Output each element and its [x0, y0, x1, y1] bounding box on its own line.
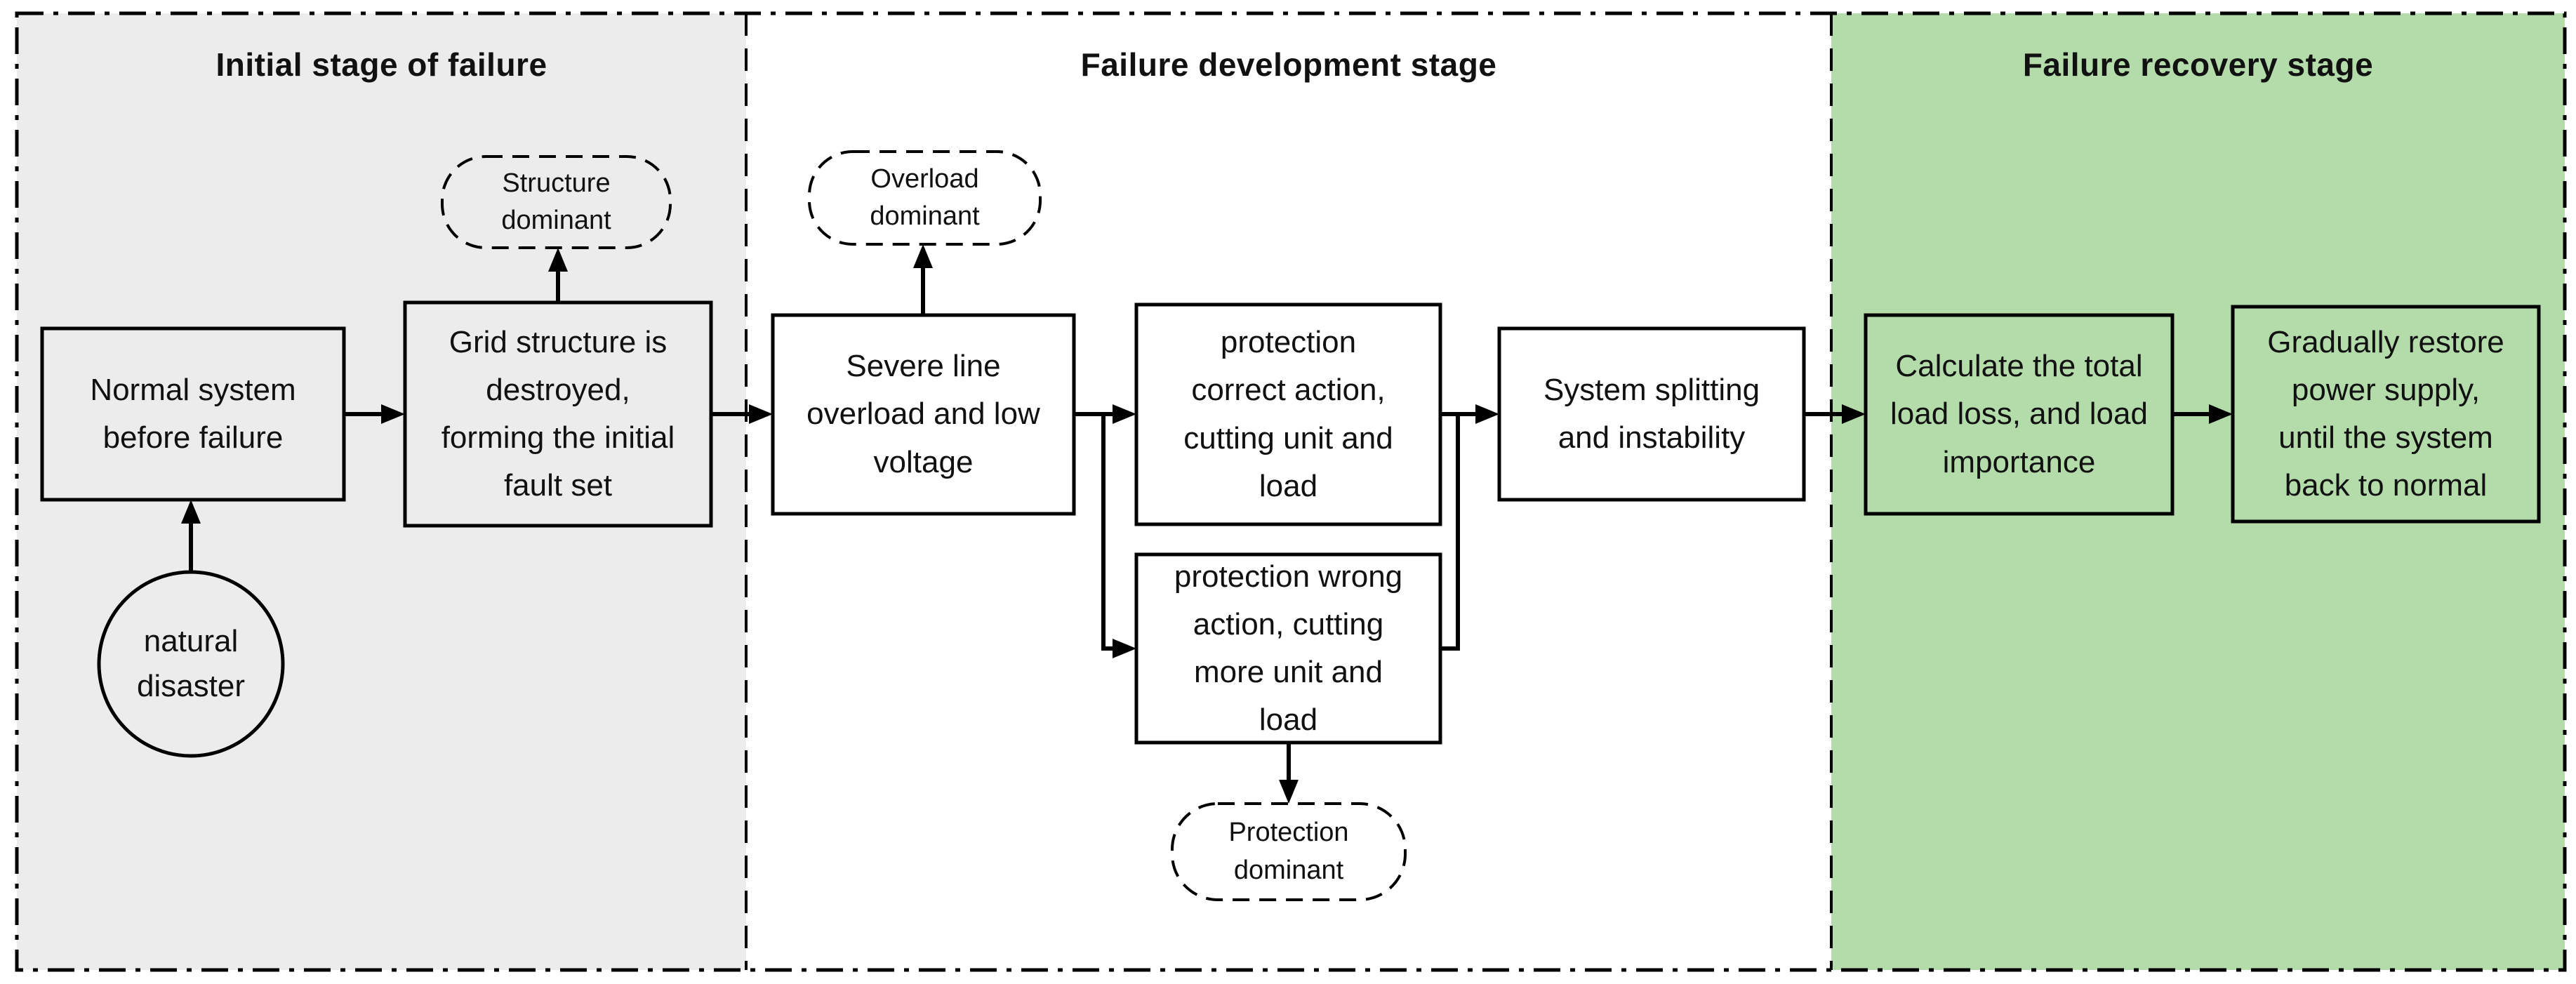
node-severe-overload-label: Severe line overload and low voltage	[806, 349, 1040, 479]
arrowhead-up-normal	[181, 500, 201, 524]
node-protection-wrong-label: protection wrong action, cutting more un…	[1174, 559, 1403, 738]
merge-wrong-to-splitting	[1440, 416, 1460, 651]
stage3-header: Failure recovery stage	[2022, 46, 2374, 83]
stage2-header: Failure development stage	[1080, 46, 1497, 83]
node-structure-dominant-shape	[441, 155, 672, 249]
node-normal-system-label: Normal system before failure	[90, 372, 296, 455]
node-calculate-load-box	[1864, 313, 2175, 516]
node-structure-dominant-label: Structure dominant	[501, 168, 611, 235]
node-grid-structure-box	[403, 300, 713, 528]
node-overload-dominant-label: Overload dominant	[870, 164, 980, 231]
node-system-splitting-label: System splitting and instability	[1543, 372, 1760, 455]
node-system-splitting-box	[1497, 326, 1806, 502]
node-protection-correct-label: protection correct action, cutting unit …	[1183, 325, 1393, 503]
node-grid-structure-label: Grid structure is destroyed, forming the…	[441, 324, 675, 503]
arrowhead-right-severe	[749, 404, 773, 424]
node-protection-correct-box	[1134, 302, 1442, 526]
stage3-background	[1831, 13, 2565, 970]
arrow-heads	[181, 244, 2233, 804]
arrowhead-up-overload-dominant	[913, 244, 933, 268]
arrow-stems	[189, 265, 2212, 783]
stage1-background	[17, 13, 746, 970]
node-overload-dominant-shape	[808, 150, 1042, 246]
arrowhead-right-splitting	[1475, 404, 1499, 424]
node-protection-dominant-label: Protection dominant	[1228, 818, 1349, 885]
arrowhead-right-restore	[2209, 404, 2233, 424]
arrowhead-right-calculate	[1842, 404, 1866, 424]
node-severe-overload-box	[771, 313, 1076, 516]
stage1-header: Initial stage of failure	[215, 46, 547, 83]
node-natural-disaster-shape	[97, 570, 285, 758]
node-gradually-restore-label: Gradually restore power supply, until th…	[2267, 324, 2504, 503]
node-protection-wrong-box	[1134, 552, 1442, 745]
arrow-branch-to-wrong	[1101, 414, 1114, 651]
node-normal-system-box	[40, 326, 346, 502]
arrowhead-right-wrong	[1113, 639, 1136, 658]
outer-border	[15, 11, 2567, 972]
arrowhead-right-correct	[1113, 404, 1136, 424]
node-natural-disaster-label: natural disaster	[136, 624, 246, 703]
node-protection-dominant-shape	[1171, 802, 1407, 901]
process-boxes	[40, 300, 2541, 745]
arrowhead-down-protection-dominant	[1279, 780, 1299, 804]
node-calculate-load-label: Calculate the total load loss, and load …	[1890, 349, 2148, 479]
dashed-stadiums	[441, 150, 1407, 901]
arrowhead-up-structure-dominant	[548, 248, 568, 272]
node-gradually-restore-box	[2231, 305, 2541, 524]
arrowhead-right-grid	[381, 404, 405, 424]
